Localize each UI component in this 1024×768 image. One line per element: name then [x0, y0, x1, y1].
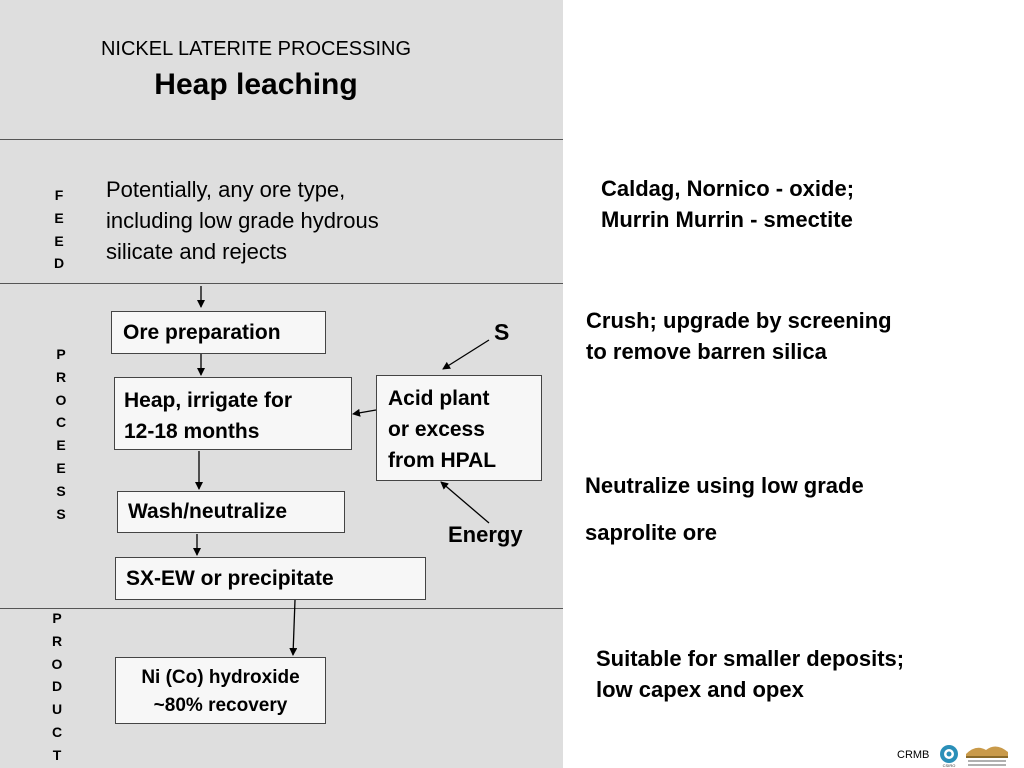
feed-label: F E E D	[53, 187, 65, 272]
partner-logo	[966, 746, 1008, 766]
divider-process	[0, 608, 563, 609]
feed-description: Potentially, any ore type, including low…	[106, 177, 379, 264]
divider-feed	[0, 283, 563, 284]
heap-box: Heap, irrigate for 12-18 months	[114, 377, 352, 450]
feed-note: Caldag, Nornico - oxide; Murrin Murrin -…	[601, 176, 855, 232]
acid-plant-box: Acid plant or excess from HPAL	[376, 375, 542, 481]
divider-title	[0, 139, 563, 140]
arrow-acid-to-heap	[352, 408, 377, 417]
sulfur-input: S	[494, 319, 510, 345]
energy-input: Energy	[448, 522, 523, 547]
process-label: P R O C E E S S	[55, 346, 67, 522]
product-box: Ni (Co) hydroxide ~80% recovery	[115, 657, 326, 724]
product-note: Suitable for smaller deposits; low capex…	[596, 646, 905, 702]
arrow-energy-to-acid	[440, 481, 490, 524]
arrow-sxew-to-product	[289, 599, 298, 656]
slide-title: Heap leaching	[154, 68, 358, 101]
slide-subtitle: NICKEL LATERITE PROCESSING	[100, 38, 412, 60]
product-label: P R O D U C T	[51, 610, 63, 763]
neutralize-note: Neutralize using low grade saprolite ore	[585, 473, 864, 545]
wash-neutralize-box: Wash/neutralize	[117, 491, 345, 533]
sxew-box: SX-EW or precipitate	[115, 557, 426, 600]
preparation-note: Crush; upgrade by screening to remove ba…	[586, 308, 892, 364]
crmb-footer: CRMB	[897, 749, 930, 761]
svg-text:CSIRO: CSIRO	[943, 763, 956, 768]
arrow-sulfur-to-acid	[442, 339, 490, 370]
ore-preparation-box: Ore preparation	[111, 311, 326, 354]
csiro-logo: CSIRO	[940, 745, 958, 768]
